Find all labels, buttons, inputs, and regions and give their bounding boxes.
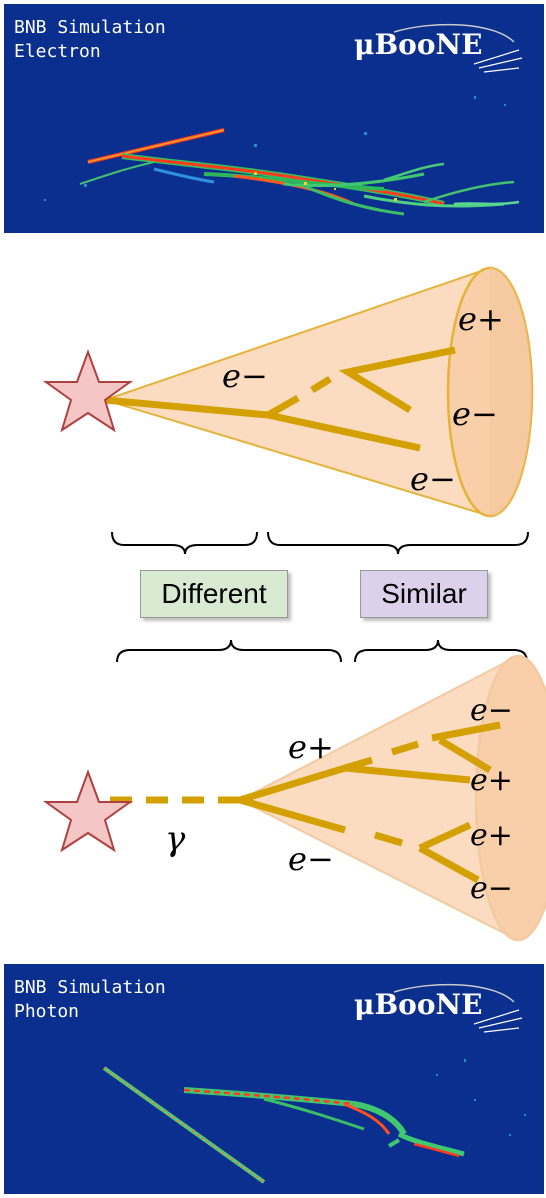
logo-text: μBooNE <box>354 988 483 1021</box>
electron-event-tracks <box>44 96 520 216</box>
pair-electron-label: e− <box>452 395 498 433</box>
photon-label: γ <box>165 819 186 859</box>
similar-label: Similar <box>360 570 488 618</box>
logo-swoosh-icon <box>393 983 523 1033</box>
star-icon <box>42 349 134 433</box>
logo-text: μBooNE <box>354 28 483 61</box>
lower-braces <box>116 639 528 663</box>
shower-diagram: e− e+ e− e− γ e+ e− e− e+ e+ e− <box>42 266 546 942</box>
positron-label: e+ <box>458 300 504 338</box>
simulation-title: BNB Simulation <box>14 977 166 998</box>
photon-electron-label: e− <box>288 840 334 878</box>
brem-electron-label: e− <box>410 460 456 498</box>
electron-event-display: BNB Simulation Electron μBooNE <box>4 4 544 233</box>
particle-type: Photon <box>14 1001 80 1022</box>
particle-type: Electron <box>14 41 101 62</box>
logo-swoosh-icon <box>393 23 523 73</box>
photon-cone <box>110 654 546 942</box>
photon-event-display: BNB Simulation Photon μBooNE <box>4 964 544 1194</box>
electron-cone <box>101 266 534 518</box>
simulation-title: BNB Simulation <box>14 17 166 38</box>
electron-primary-label: e− <box>222 357 268 395</box>
microboone-logo: μBooNE <box>354 982 524 1042</box>
cone-electron-label-2: e− <box>470 871 513 906</box>
different-label: Different <box>140 570 288 618</box>
cone-electron-label-1: e− <box>470 693 513 728</box>
star-icon <box>42 769 134 853</box>
cone-positron-label-2: e+ <box>470 818 513 853</box>
microboone-logo: μBooNE <box>354 22 524 82</box>
simulation-label: BNB Simulation Photon <box>14 976 166 1024</box>
photon-positron-label: e+ <box>288 728 334 766</box>
cone-positron-label-1: e+ <box>470 763 513 798</box>
simulation-label: BNB Simulation Electron <box>14 16 166 64</box>
photon-event-tracks <box>102 1059 526 1184</box>
upper-braces <box>111 531 529 555</box>
